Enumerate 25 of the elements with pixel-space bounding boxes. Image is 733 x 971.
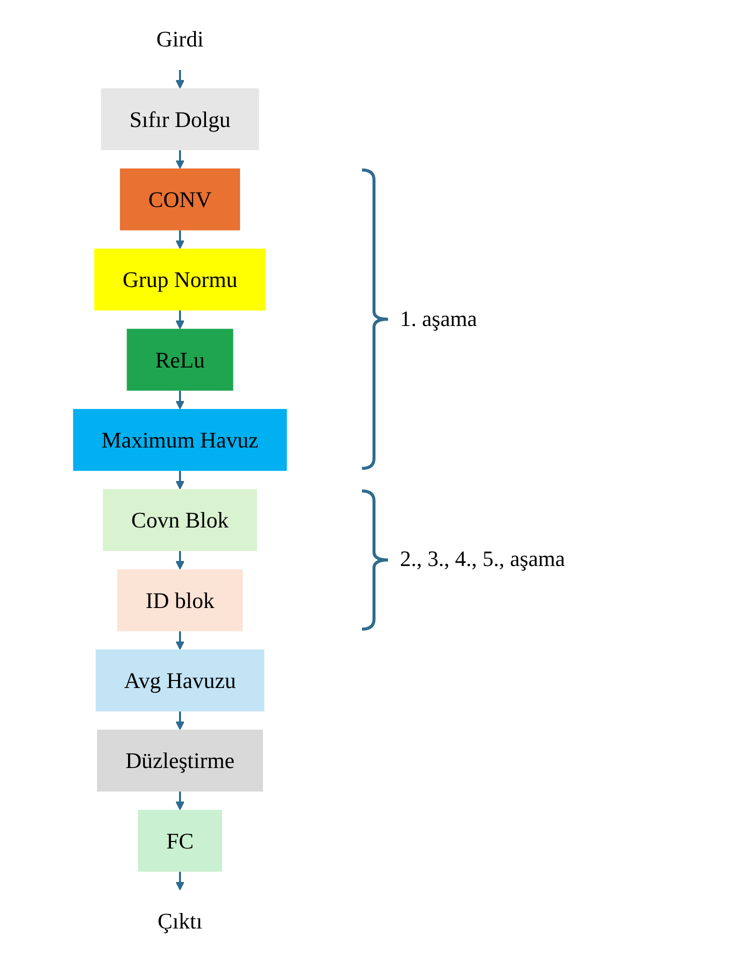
node-text: Girdi [156,26,204,52]
arrow [176,70,184,89]
arrow [176,150,184,169]
node-box: FC [138,810,222,872]
node-box: Düzleştirme [97,730,263,792]
arrow [176,390,184,410]
node-box: ReLu [126,328,234,391]
arrow [176,551,184,570]
node-box: ID blok [117,569,243,632]
stage-label: 1. aşama [400,306,477,332]
node-text: Çıktı [158,908,202,934]
arrow [176,470,184,490]
arrow [176,792,184,810]
node-box: Maximum Havuz [73,408,287,471]
stage-label: 2., 3., 4., 5., aşama [400,546,565,572]
arrow [176,711,184,730]
node-box: Sıfır Dolgu [101,88,259,150]
arrow [176,872,184,890]
arrow [176,631,184,650]
node-box: Covn Blok [102,489,258,552]
arrow [176,230,184,250]
node-box: CONV [120,168,240,230]
node-box: Avg Havuzu [96,649,264,712]
node-box: Grup Normu [94,248,266,311]
arrow [176,310,184,330]
